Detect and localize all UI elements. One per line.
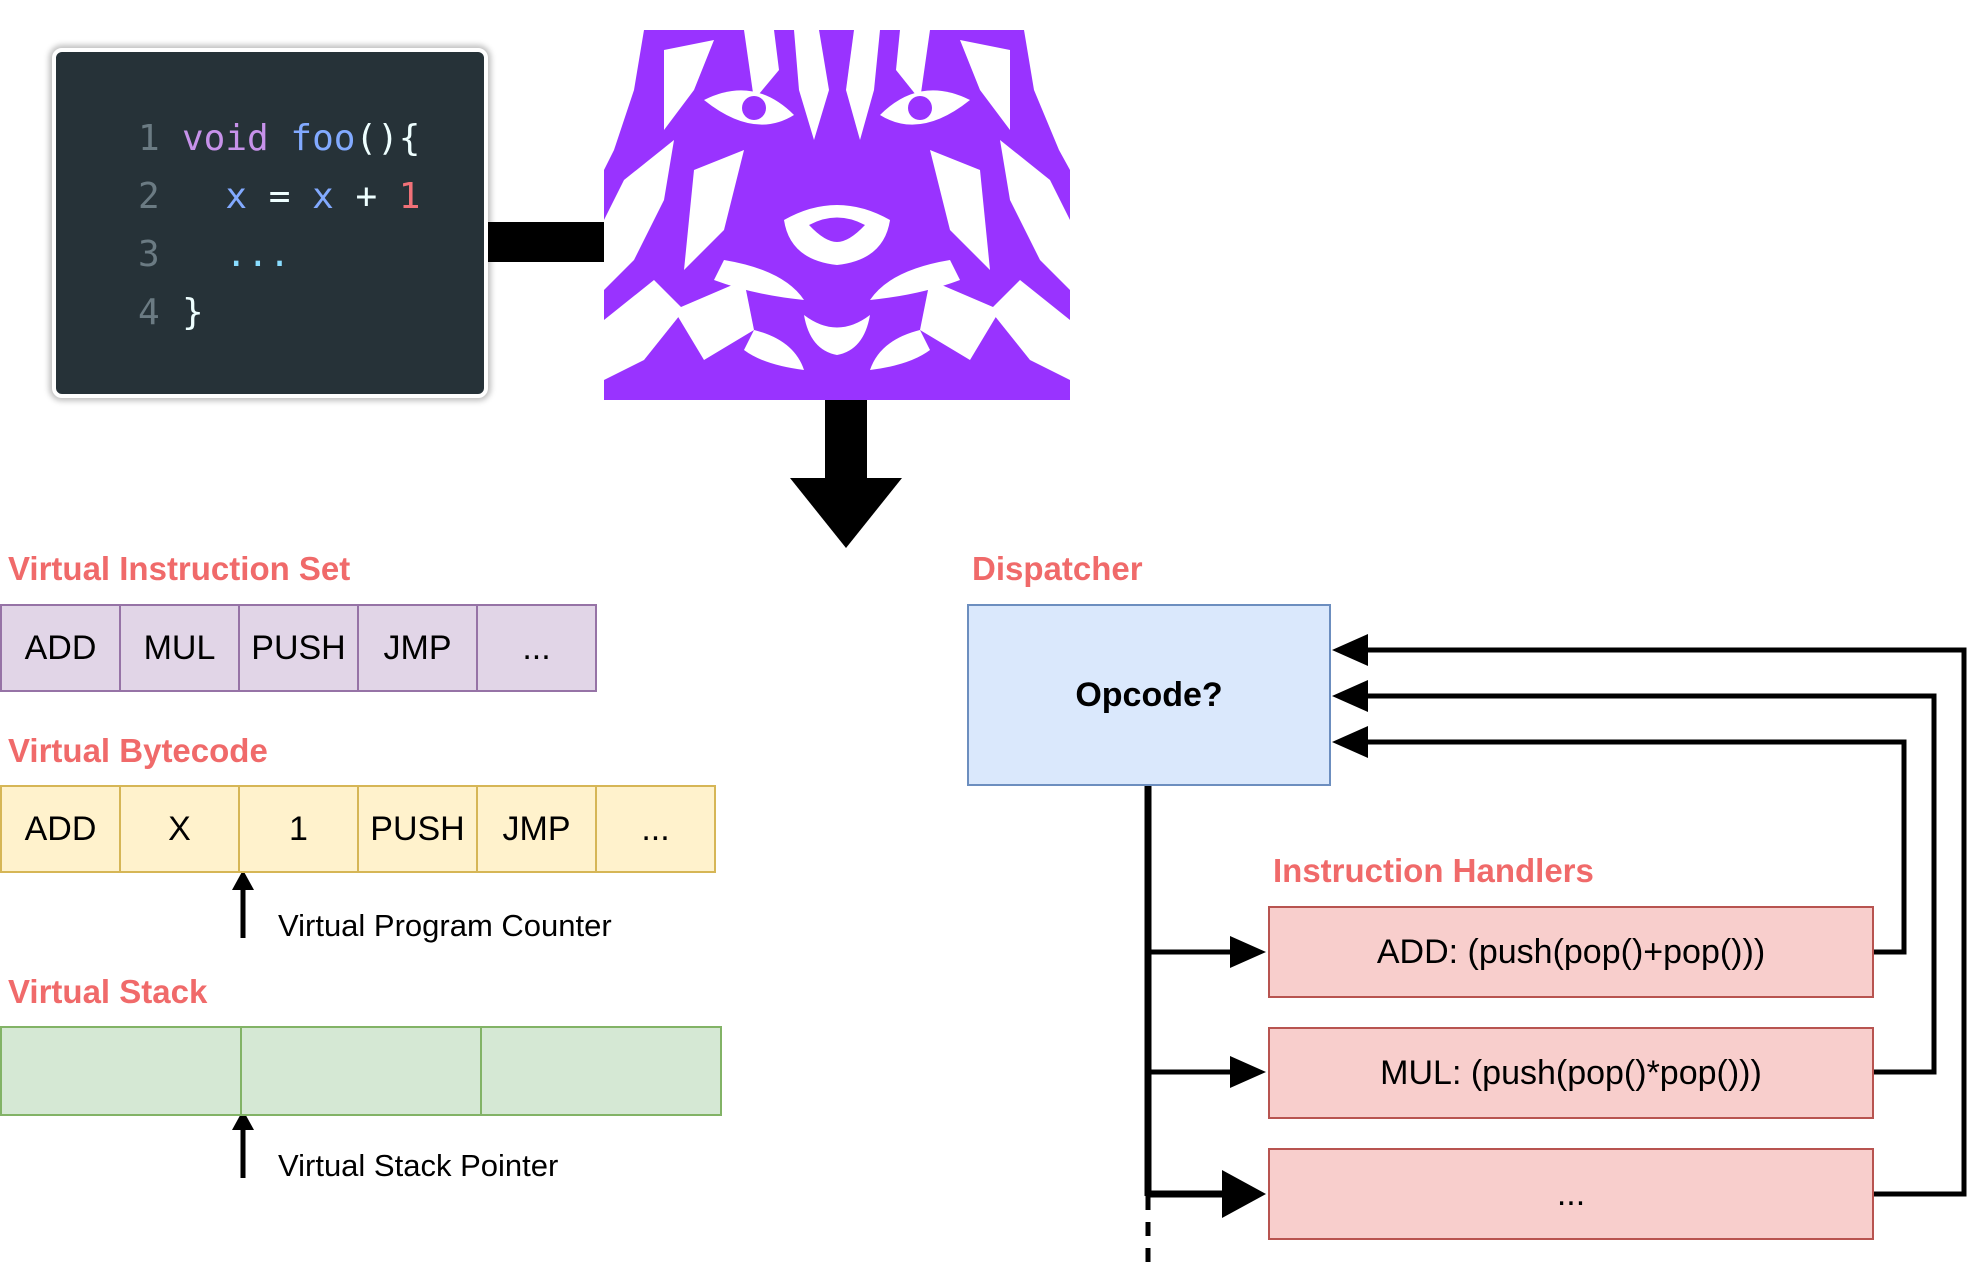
return-loop-other (1366, 647, 1967, 1197)
code-line-3: 3 ... (138, 234, 291, 275)
return-loop-mul (1366, 693, 1937, 1075)
arrow-to-other-handler (1222, 1170, 1266, 1218)
code-line-2: 2 x = x + 1 (138, 176, 421, 217)
bytecode-cell: PUSH (357, 785, 478, 873)
bytecode-title: Virtual Bytecode (8, 732, 268, 769)
instruction-set-row: ADD MUL PUSH JMP ... (0, 604, 597, 692)
dispatcher-opcode-box: Opcode? (967, 604, 1331, 786)
tiger-logo-image (604, 30, 1070, 400)
stack-cell (0, 1026, 242, 1116)
obfuscator-down-arrow-shaft (825, 400, 867, 480)
program-counter-label: Virtual Program Counter (278, 908, 612, 943)
code-to-obfuscator-bar (488, 222, 606, 262)
stack-pointer-label: Virtual Stack Pointer (278, 1148, 559, 1183)
instruction-set-cell: ADD (0, 604, 121, 692)
handlers-title: Instruction Handlers (1273, 852, 1594, 889)
code-line-4: 4} (138, 292, 204, 333)
arrow-to-add-handler (1230, 936, 1266, 968)
stack-row (0, 1026, 722, 1116)
stack-cell (480, 1026, 722, 1116)
dispatcher-title: Dispatcher (972, 550, 1143, 587)
bytecode-cell: ADD (0, 785, 121, 873)
stack-cell (240, 1026, 482, 1116)
bytecode-cell: 1 (238, 785, 359, 873)
handler-other: ... (1268, 1148, 1874, 1240)
tiger-face-icon (604, 30, 1070, 400)
bytecode-row: ADD X 1 PUSH JMP ... (0, 785, 716, 873)
instruction-set-title: Virtual Instruction Set (8, 550, 351, 587)
obfuscator-down-arrow-head (790, 478, 902, 548)
arrow-to-mul-handler (1230, 1056, 1266, 1088)
instruction-set-cell: JMP (357, 604, 478, 692)
instruction-set-cell: MUL (119, 604, 240, 692)
bytecode-cell: JMP (476, 785, 597, 873)
bytecode-cell: ... (595, 785, 716, 873)
instruction-set-cell: ... (476, 604, 597, 692)
handler-mul: MUL: (push(pop()*pop())) (1268, 1027, 1874, 1119)
stack-title: Virtual Stack (8, 973, 208, 1010)
return-loop-add (1366, 739, 1907, 955)
bytecode-cell: X (119, 785, 240, 873)
instruction-set-cell: PUSH (238, 604, 359, 692)
handler-add: ADD: (push(pop()+pop())) (1268, 906, 1874, 998)
